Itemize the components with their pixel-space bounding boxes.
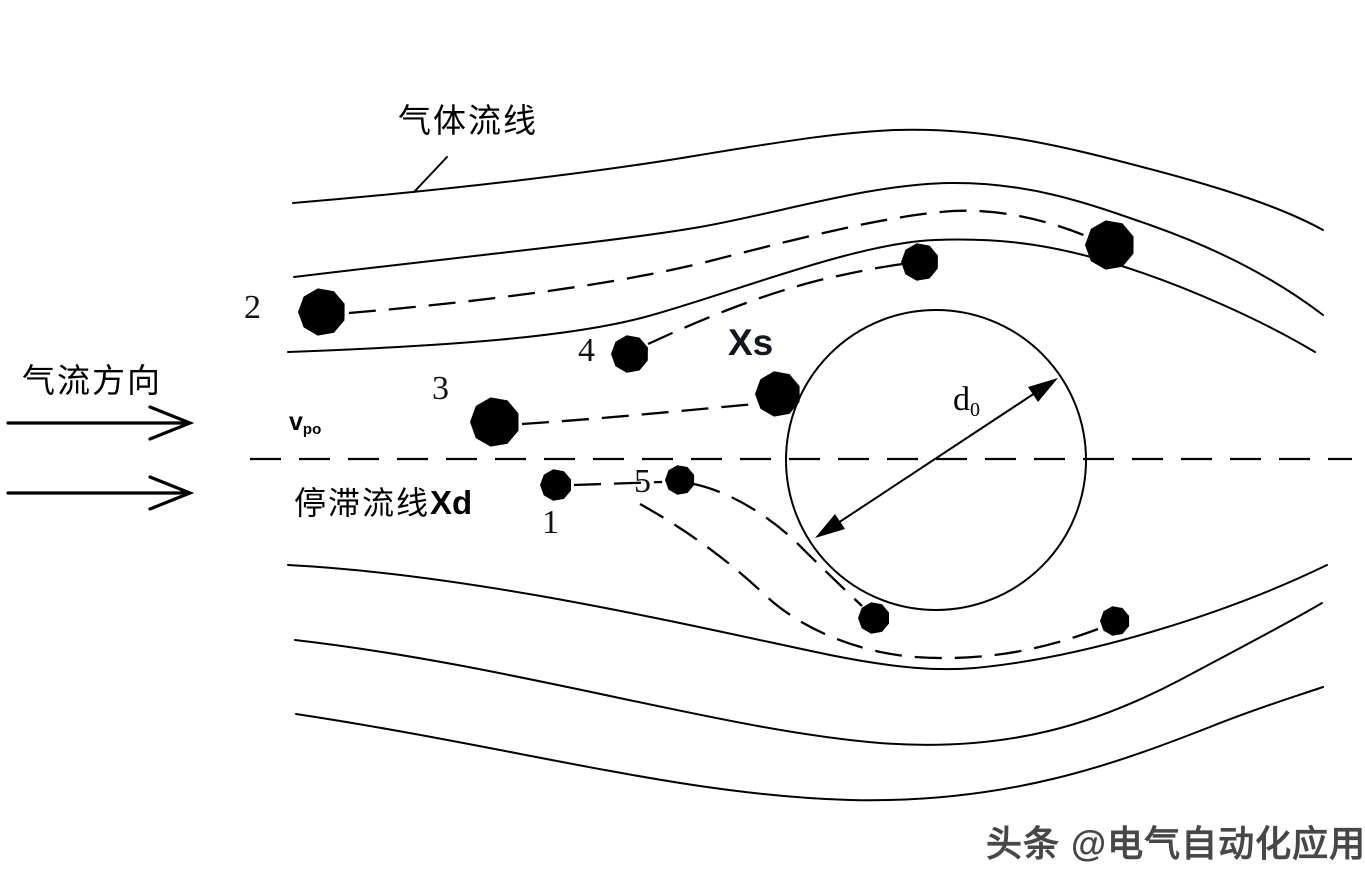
airflow-direction-label: 气流方向 (22, 364, 162, 400)
velocity-symbol: v (289, 408, 303, 436)
diameter-subscript: 0 (970, 399, 980, 421)
particle-number-label-2: 2 (244, 289, 261, 326)
particle-number-label-3: 3 (432, 370, 449, 407)
gas-streamline-label: 气体流线 (398, 104, 538, 140)
particles-group (298, 220, 1134, 636)
stagnation-distance-symbol: Xd (430, 484, 473, 521)
trajectories-group (250, 211, 1352, 658)
streamline-bottom-1 (288, 565, 1327, 669)
particle-5 (665, 465, 695, 495)
droplet-circle (786, 310, 1086, 610)
diameter-symbol: d (953, 381, 970, 418)
watermark-text: 头条 @电气自动化应用 (986, 823, 1365, 864)
streamline-bottom-2 (295, 603, 1322, 745)
droplet-group (786, 310, 1086, 610)
trajectory-particle-5-descent (694, 484, 862, 606)
stagnation-streamline-cjk: 停滞流线 (294, 485, 431, 521)
grazing-distance-label: Xs (728, 322, 774, 363)
streamline-top-3 (288, 240, 1315, 352)
velocity-label: vpo (289, 408, 322, 438)
particle-xs (755, 371, 800, 417)
trajectory-particle-1-to-5 (574, 482, 662, 485)
stagnation-streamline-label: 停滞流线Xd (294, 486, 472, 519)
particle-top-right (1085, 220, 1134, 270)
particle-1 (540, 469, 571, 501)
particle-3 (470, 397, 519, 447)
streamline-bottom-3 (296, 687, 1323, 800)
trajectory-particle-3-xs (522, 404, 755, 424)
particle-bottom-right (1100, 606, 1130, 636)
arrowheads-group (815, 378, 1058, 538)
gas-streamline-leader-line (414, 157, 447, 192)
streamline-top-1 (293, 130, 1323, 230)
trajectory-particle-2 (349, 211, 1100, 313)
particle-number-label-5: 5 (634, 463, 651, 500)
droplet-diameter-label: d0 (953, 381, 980, 421)
velocity-subscript: po (302, 421, 322, 438)
flow-arrow-chevron-1 (150, 407, 190, 439)
trajectory-particle-4 (648, 264, 903, 344)
particle-number-label-1: 1 (542, 504, 559, 541)
diameter-arrowhead-upper (1028, 378, 1058, 402)
particle-2 (298, 288, 345, 336)
flow-arrow-chevron-2 (150, 477, 190, 509)
streamlines-group (8, 130, 1327, 801)
diameter-arrowhead-lower (815, 514, 845, 538)
particle-4 (611, 335, 648, 373)
particle-number-label-4: 4 (578, 332, 595, 369)
particle-top-middle (901, 243, 938, 281)
trajectory-grazing-bottom (640, 504, 1098, 658)
streamline-top-2 (294, 183, 1323, 315)
particle-bottom-middle (858, 602, 889, 634)
